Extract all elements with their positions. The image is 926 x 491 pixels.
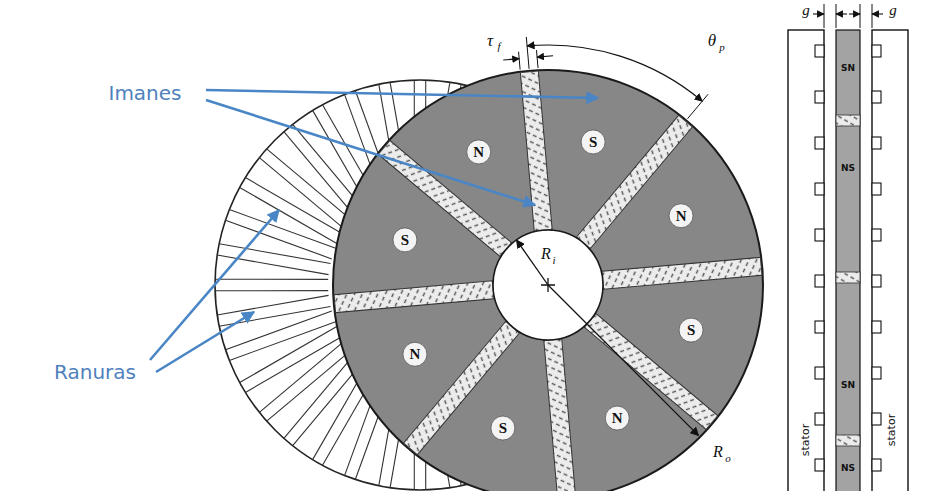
magnet-spacer [544,339,576,491]
slot-line [245,178,343,235]
slot-notch [815,367,824,379]
slot-line [240,326,338,382]
slot-notch [872,275,881,287]
magnet-spacer [836,115,860,126]
slot-line [217,255,328,275]
part-name: stator [800,424,811,456]
magnet-spacer [584,313,717,429]
slot-line [225,311,331,350]
slot-notch [872,229,881,241]
magnet-spacer [334,281,494,313]
pole-spot [467,140,491,164]
magnet-spacer [576,115,692,248]
dimension-symbol: R [541,246,551,262]
slot-line [284,352,357,439]
slot-line [259,340,346,413]
callout-label: Ranuras [54,362,136,382]
callout-arrows [150,90,598,372]
slot-line [229,210,335,249]
stator-bar [788,30,824,491]
rotor-disc [333,70,763,491]
pole-spot [491,416,515,440]
side-pole-pair: SN [841,381,855,390]
pole-letter: N [410,347,421,362]
slot-notch [815,137,824,149]
slot-notch [872,45,881,57]
pole-spot [403,342,427,366]
pole-letter: S [499,421,507,436]
pole-pitch-dimension [526,37,708,119]
slot-notch [872,367,881,379]
magnet-spacer [836,272,860,283]
slot-line [229,322,335,361]
dimension-symbol: R [713,444,723,460]
dimension-subscript: o [725,453,731,464]
part-name: stator [886,414,897,446]
pole-letter: S [589,134,597,149]
slot-notch [815,45,824,57]
dimension-symbol: θ [708,32,716,49]
rotor-bar [836,30,860,491]
gap-symbol: g [889,3,897,18]
slot-line [245,336,343,393]
magnet-spacer [404,321,520,454]
side-pole-pair: SN [841,64,855,73]
slot-notch [815,183,824,195]
slot-line [215,290,328,291]
pole-letter: N [473,144,484,159]
callout-label: Imanes [108,83,181,103]
side-pole-pair: NS [841,464,855,473]
pole-letter: S [401,232,409,247]
magnet-spacer [378,141,511,257]
pole-letter: N [676,208,687,223]
pole-letter: N [612,411,623,426]
pole-spot [393,228,417,252]
gap-symbol: g [802,3,810,18]
dimension-subscript: i [552,255,555,266]
outer-radius-arrow [548,285,699,436]
pole-spot [679,318,703,342]
side-view [788,4,908,491]
slot-notch [815,321,824,333]
dimension-symbol: τ [487,32,493,49]
magnet-spacer [602,257,762,289]
slot-notch [815,413,824,425]
dimension-subscript: f [497,41,500,52]
pole-spot [669,204,693,228]
spacer-width-dimension [503,50,553,70]
slot-notch [815,229,824,241]
magnet-spacer [520,71,552,231]
pole-spot [581,130,605,154]
slot-notch [815,459,824,471]
slot-notch [872,183,881,195]
side-pole-pair: NS [841,164,855,173]
pole-spot [605,406,629,430]
slot-notch [872,137,881,149]
slot-notch [815,91,824,103]
magnet-spacer [836,435,860,446]
slot-notch [872,459,881,471]
slot-notch [815,275,824,287]
slot-notch [872,91,881,103]
stator-bar [872,30,908,491]
slot-line [215,279,328,280]
slot-notch [872,321,881,333]
slot-line [217,295,328,315]
dimension-subscript: p [719,42,725,53]
pole-letter: S [687,323,695,338]
slot-notch [872,413,881,425]
